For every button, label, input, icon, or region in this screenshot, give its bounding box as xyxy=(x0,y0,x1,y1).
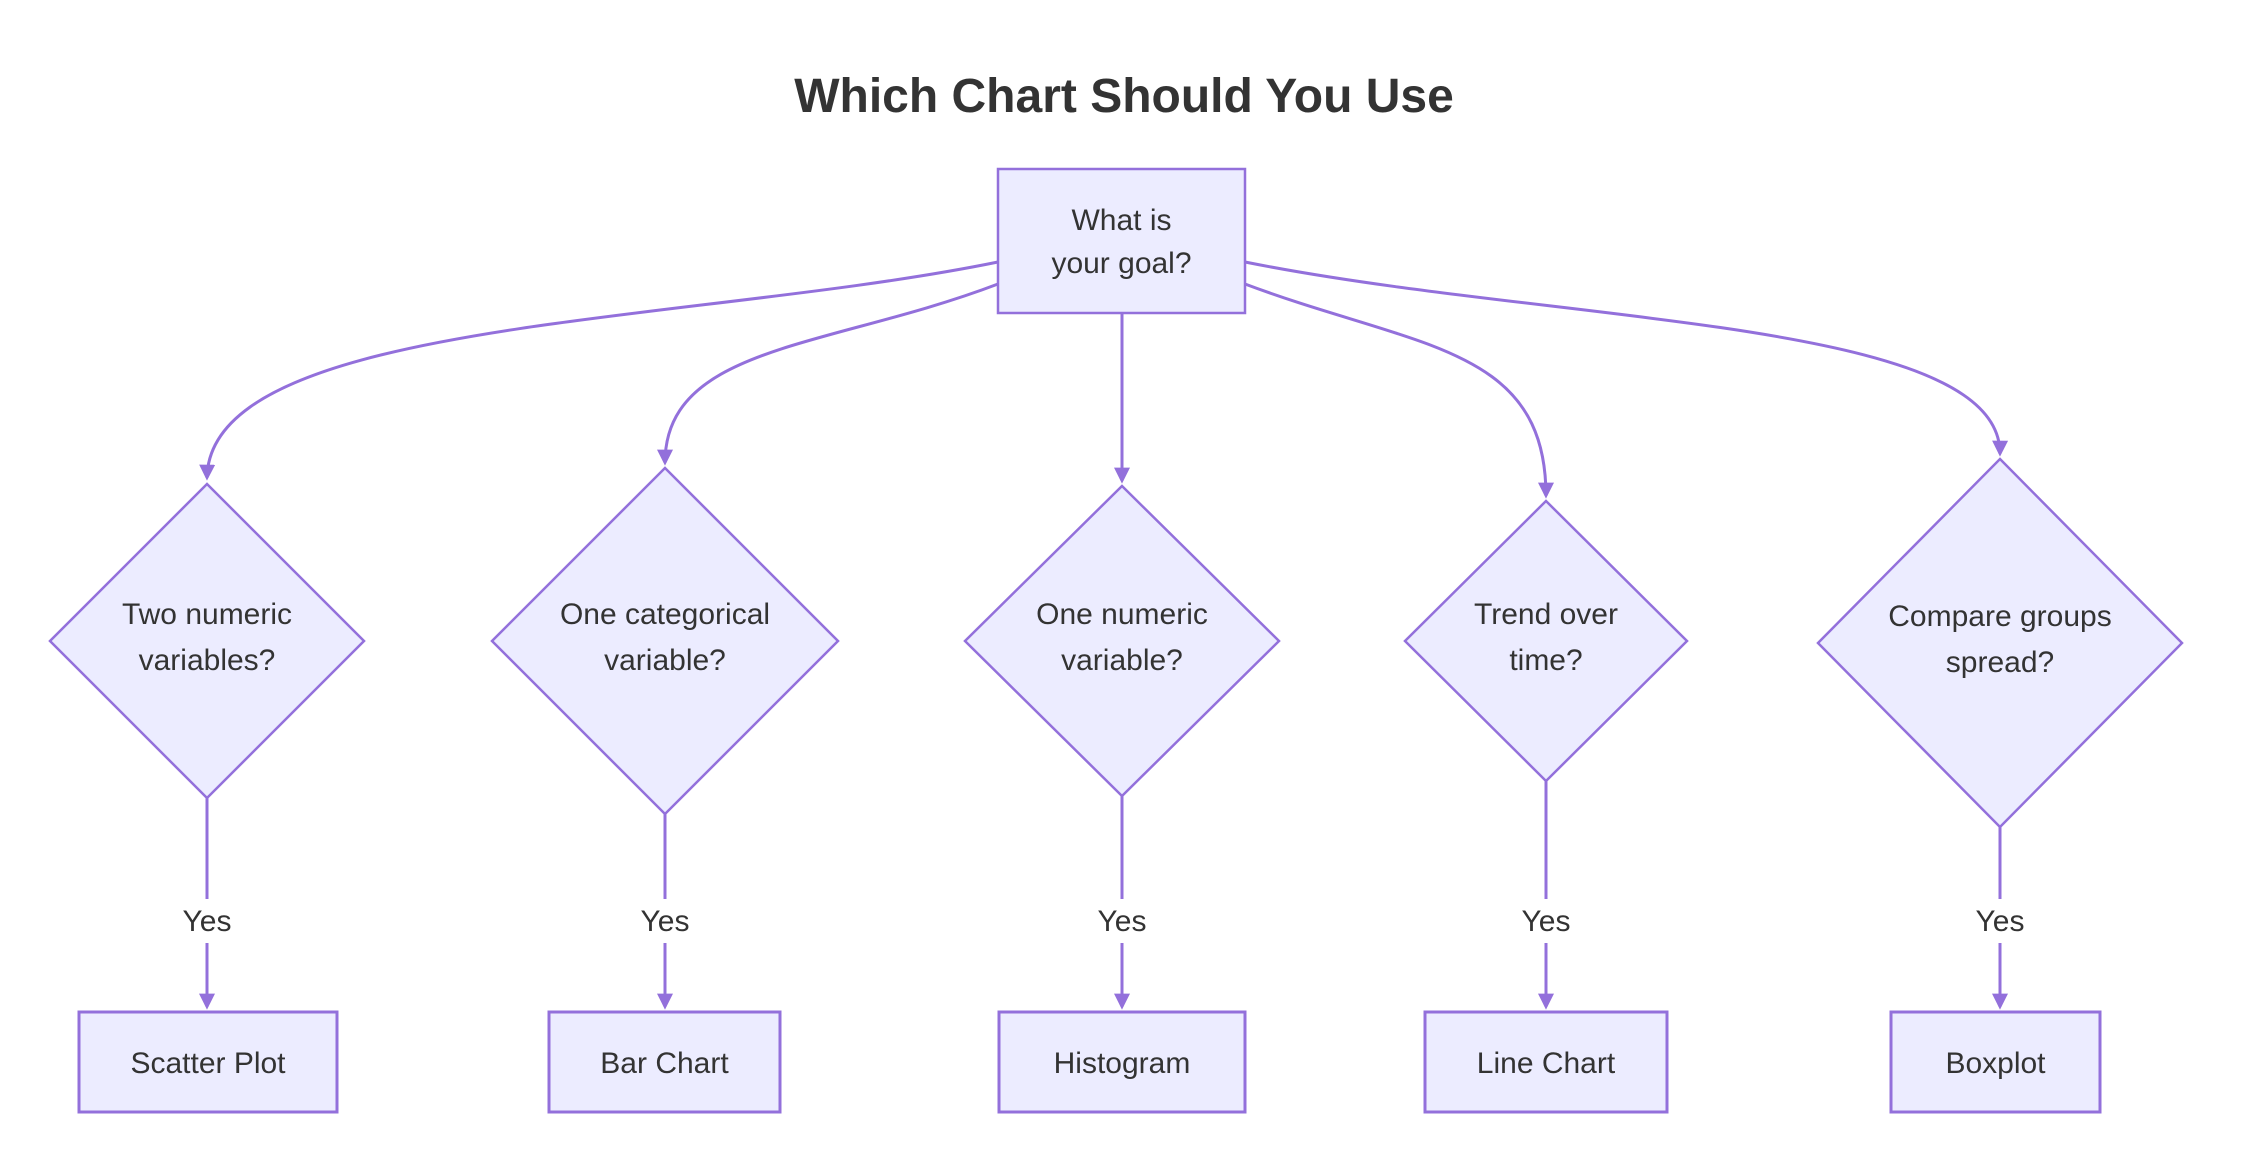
result-node-4: Line Chart xyxy=(1423,1010,1669,1114)
edges-decisions-to-results xyxy=(199,781,2008,1010)
result-node-2: Bar Chart xyxy=(547,1010,782,1114)
decision-node-2-label-line1: One categorical xyxy=(560,598,770,631)
decision-node-1-label-line2: variables? xyxy=(139,644,276,677)
decision-node-5-label-line2: spread? xyxy=(1946,646,2054,679)
edge-label-bg-5 xyxy=(1967,899,2033,943)
result-node-4-label: Line Chart xyxy=(1477,1047,1616,1080)
result-node-3-box xyxy=(997,1010,1247,1114)
result-node-1-box xyxy=(77,1010,339,1114)
decision-node-4-shape xyxy=(1403,499,1689,783)
result-node-5-label: Boxplot xyxy=(1945,1047,2046,1080)
result-node-2-label: Bar Chart xyxy=(600,1047,729,1080)
result-node-5: Boxplot xyxy=(1889,1010,2102,1114)
decision-node-5-shape xyxy=(1816,457,2184,829)
edge-labels: Yes Yes Yes Yes Yes xyxy=(174,899,2033,943)
decision-node-5: Compare groups spread? xyxy=(1816,457,2184,829)
decision-node-4-label-line1: Trend over xyxy=(1474,598,1618,631)
decision-node-4-label-line2: time? xyxy=(1509,644,1582,677)
root-node-label-line1: What is xyxy=(1071,204,1171,237)
result-node-3-label: Histogram xyxy=(1054,1047,1191,1080)
decision-node-4: Trend over time? xyxy=(1403,499,1689,783)
root-node: What is your goal? xyxy=(996,167,1247,315)
decision-node-3-label-line2: variable? xyxy=(1061,644,1183,677)
edge-label-bg-2 xyxy=(632,899,698,943)
decision-node-2: One categorical variable? xyxy=(490,466,840,816)
result-node-2-box xyxy=(547,1010,782,1114)
result-node-5-box xyxy=(1889,1010,2102,1114)
edge-label-1: Yes xyxy=(183,905,232,938)
decision-node-1: Two numeric variables? xyxy=(48,482,366,800)
result-node-1: Scatter Plot xyxy=(77,1010,339,1114)
edge-root-to-branch-2 xyxy=(657,282,999,466)
edge-label-bg-4 xyxy=(1513,899,1579,943)
result-node-3: Histogram xyxy=(997,1010,1247,1114)
edge-root-to-branch-1 xyxy=(199,260,999,481)
result-node-1-label: Scatter Plot xyxy=(130,1047,286,1080)
decision-node-3-shape xyxy=(963,484,1281,798)
edge-label-bg-3 xyxy=(1089,899,1155,943)
edge-label-bg-1 xyxy=(174,899,240,943)
edge-label-4: Yes xyxy=(1522,905,1571,938)
edge-root-to-branch-5 xyxy=(1244,260,2009,457)
result-node-4-box xyxy=(1423,1010,1669,1114)
edge-label-3: Yes xyxy=(1098,905,1147,938)
edges-root-to-decisions xyxy=(199,260,2009,499)
diagram-title: Which Chart Should You Use xyxy=(794,70,1454,123)
edge-label-2: Yes xyxy=(641,905,690,938)
decision-node-3: One numeric variable? xyxy=(963,484,1281,798)
decision-node-2-shape xyxy=(490,466,840,816)
root-node-label-line2: your goal? xyxy=(1051,247,1191,280)
decision-node-5-label-line1: Compare groups xyxy=(1888,600,2111,633)
decision-node-1-shape xyxy=(48,482,366,800)
edge-label-5: Yes xyxy=(1976,905,2025,938)
edge-root-to-branch-4 xyxy=(1244,282,1554,499)
decision-node-2-label-line2: variable? xyxy=(604,644,726,677)
decision-node-3-label-line1: One numeric xyxy=(1036,598,1208,631)
decision-node-1-label-line1: Two numeric xyxy=(122,598,292,631)
root-node-box xyxy=(996,167,1247,315)
